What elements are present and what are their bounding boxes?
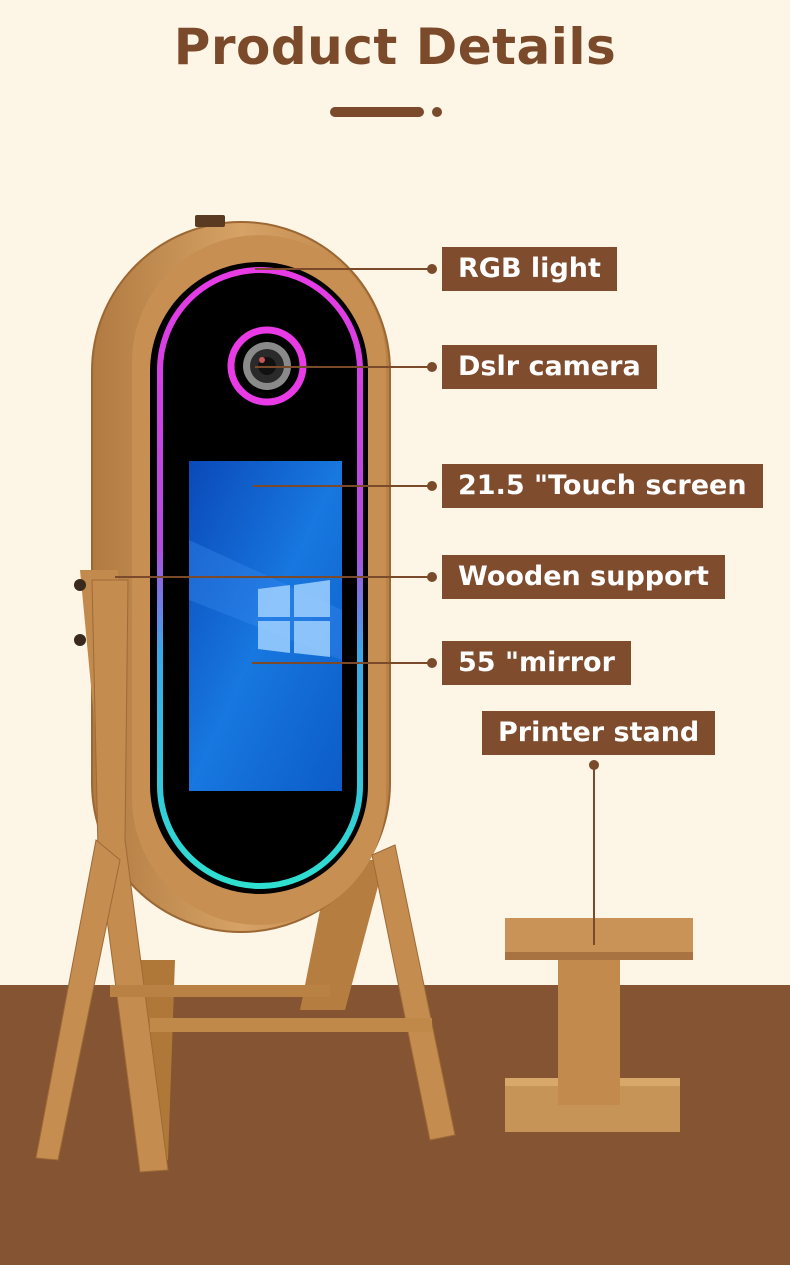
touch-screen-display	[189, 461, 342, 791]
callout-rgb-light: RGB light	[442, 247, 617, 291]
title-underline-dash	[330, 107, 424, 117]
booth-stand-front	[35, 570, 456, 1173]
page-title: Product Details	[173, 18, 617, 76]
callout-mirror: 55 "mirror	[442, 641, 631, 685]
callout-leaders	[115, 264, 599, 945]
callout-touch-screen: 21.5 "Touch screen	[442, 464, 763, 508]
callout-printer-stand: Printer stand	[482, 711, 716, 755]
callout-dslr-camera: Dslr camera	[442, 345, 657, 389]
windows-logo-icon	[258, 580, 330, 657]
title-underline-dot	[432, 107, 442, 117]
printer-stand-illustration	[505, 918, 693, 1132]
callout-wooden-support: Wooden support	[442, 555, 725, 599]
